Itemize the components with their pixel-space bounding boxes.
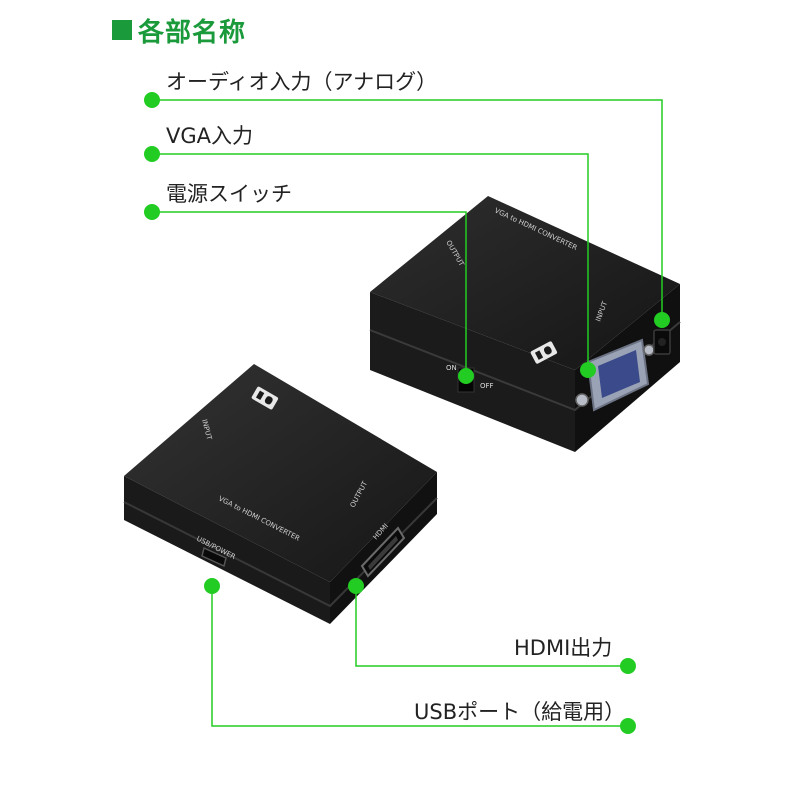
callout-dot-icon bbox=[144, 146, 160, 162]
callout-line-vga bbox=[152, 153, 589, 370]
label-hdmi-output: HDMI出力 bbox=[514, 636, 613, 660]
callout-dot-icon bbox=[620, 718, 636, 734]
converter-back-view: VGA to HDMI CONVERTER OUTPUT INPUT ON OF… bbox=[369, 196, 681, 452]
callout-dot-icon bbox=[580, 362, 596, 378]
callout-dot-icon bbox=[204, 578, 220, 594]
callout-dot-icon bbox=[458, 368, 474, 384]
callout-line-switch bbox=[152, 211, 467, 376]
section-title: 各部名称 bbox=[112, 10, 246, 50]
converter-front-view: INPUT VGA to HDMI CONVERTER OUTPUT USB/P… bbox=[123, 364, 438, 624]
page-title: 各部名称 bbox=[138, 17, 247, 48]
front-device-front-face bbox=[124, 476, 330, 624]
title-bullet-icon bbox=[112, 20, 132, 40]
vga-port-icon bbox=[575, 338, 655, 412]
callout-line-hdmi bbox=[355, 586, 628, 667]
label-power-switch: 電源スイッチ bbox=[166, 182, 292, 206]
callout-dot-icon bbox=[348, 578, 364, 594]
callout-lines bbox=[152, 99, 663, 727]
brand-logo-icon bbox=[530, 341, 558, 364]
callout-dot-icon bbox=[144, 204, 160, 220]
callout-dots bbox=[144, 92, 670, 734]
callout-dot-icon bbox=[620, 658, 636, 674]
audio-jack-icon bbox=[653, 329, 671, 355]
hdmi-port-icon bbox=[360, 526, 406, 578]
label-vga-input: VGA入力 bbox=[166, 124, 254, 148]
front-device-top-face bbox=[124, 364, 437, 582]
brand-logo-icon bbox=[251, 386, 279, 410]
switch-off-text: OFF bbox=[480, 382, 494, 390]
label-audio-input: オーディオ入力（アナログ） bbox=[166, 70, 438, 94]
callout-line-audio bbox=[152, 99, 663, 320]
callout-line-usb bbox=[211, 586, 628, 727]
back-device-top-face bbox=[370, 196, 680, 370]
callout-dot-icon bbox=[654, 312, 670, 328]
switch-on-text: ON bbox=[446, 364, 457, 372]
callout-dot-icon bbox=[144, 92, 160, 108]
label-usb-port: USBポート（給電用） bbox=[414, 700, 626, 724]
usb-port-icon bbox=[201, 546, 227, 568]
